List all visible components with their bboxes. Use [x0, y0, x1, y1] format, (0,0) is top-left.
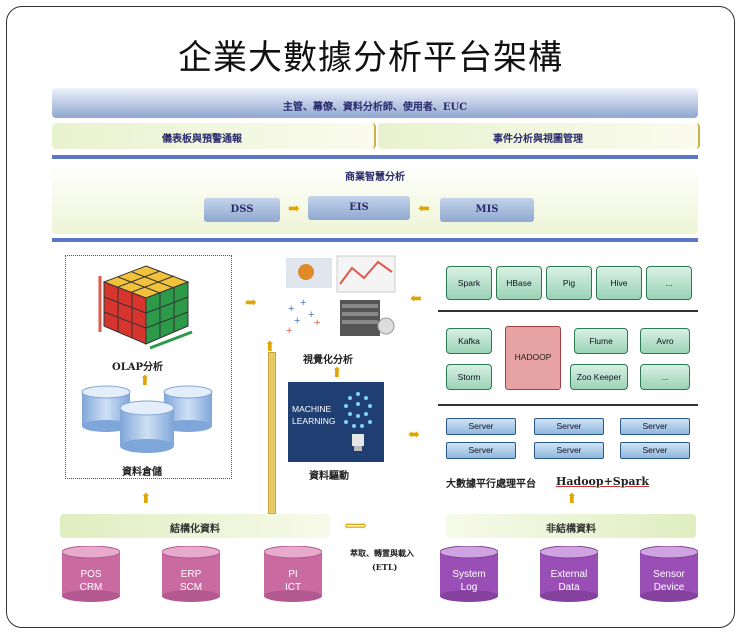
source-erp-line2: SCM [179, 582, 203, 593]
etl-line-2: (ETL) [372, 562, 398, 572]
tech-hbase: HBase [496, 266, 542, 300]
server-5: Server [534, 442, 604, 459]
structured-label: 結構化資料 [170, 524, 220, 535]
warehouse-group [65, 255, 232, 479]
visualization-icon: ++++ ++ [286, 255, 396, 337]
tech-more-2: ... [640, 364, 690, 390]
mis-box: MIS [440, 198, 534, 222]
arrow-mis-eis: ⬅ [418, 201, 430, 217]
tech-pig: Pig [546, 266, 592, 300]
etl-line-1: 萃取、轉置與載入 [350, 548, 414, 558]
tech-hive: Hive [596, 266, 642, 300]
event-analysis-label: 事件分析與視圖管理 [493, 134, 583, 145]
hadoop-box [505, 326, 561, 390]
source-pi-line1: PI [288, 569, 298, 580]
tech-more-1: ... [646, 266, 692, 300]
source-cylinder-sensor-device [640, 546, 698, 602]
unstructured-band [446, 514, 696, 538]
tech-zookeeper: Zoo Keeper [570, 364, 628, 390]
unstructured-label: 非結構資料 [546, 524, 596, 535]
tech-storm: Storm [446, 364, 492, 390]
platform-label: 大數據平行處理平台 [446, 479, 536, 490]
source-erp-line1: ERP [180, 569, 202, 580]
hadoop-label: HADOOP [514, 352, 552, 362]
arrow-unstructured-platform: ⬆ [566, 491, 578, 507]
svg-text:+: + [288, 303, 294, 315]
arrow-olap-visual: ➡ [245, 295, 257, 311]
lightbulb-icon [344, 392, 372, 451]
server-1: Server [446, 418, 516, 435]
source-cylinder-pi-ict [264, 546, 322, 602]
dashboard-label: 儀表板與預警通報 [162, 134, 242, 145]
arrow-dss-eis: ➡ [288, 201, 300, 217]
arrow-structured-visual [268, 352, 276, 514]
tech-row-2-divider [438, 404, 698, 406]
arrow-ml-visual: ⬆ [331, 365, 343, 381]
arrow-server-ml: ⬌ [408, 427, 420, 443]
divider-line [52, 155, 698, 159]
source-system-line1: System [452, 569, 486, 580]
arrow-structured-visual-head: ⬆ [264, 339, 276, 355]
warehouse-label: 資料倉儲 [122, 467, 162, 478]
eis-box: EIS [308, 196, 410, 220]
source-external-line2: Data [558, 582, 580, 593]
tech-kafka: Kafka [446, 328, 492, 354]
dss-box: DSS [204, 198, 280, 222]
event-band [378, 123, 700, 149]
bi-title: 商業智慧分析 [345, 172, 405, 183]
ml-line-2: LEARNING [292, 416, 336, 426]
svg-text:+: + [294, 315, 300, 327]
svg-text:+: + [286, 325, 292, 337]
source-system-line2: Log [460, 582, 478, 593]
visual-analysis-label: 視覺化分析 [303, 355, 353, 366]
ml-line-1: MACHINE [292, 404, 332, 414]
source-cylinder-erp-scm [162, 546, 220, 602]
source-sensor-line2: Device [653, 582, 685, 593]
source-sensor-line1: Sensor [653, 569, 685, 580]
tech-avro: Avro [640, 328, 690, 354]
olap-cube-icon [98, 265, 193, 350]
server-2: Server [534, 418, 604, 435]
source-external-line1: External [550, 569, 588, 580]
server-4: Server [446, 442, 516, 459]
users-bar-label: 主管、幕僚、資料分析師、使用者、EUC [282, 102, 468, 113]
server-3: Server [620, 418, 690, 435]
source-pos-line1: POS [80, 569, 102, 580]
platform-tech: Hadoop+Spark [556, 475, 649, 488]
olap-label: OLAP分析 [112, 362, 164, 373]
source-cylinder-pos-crm [62, 546, 120, 602]
tech-flume: Flume [574, 328, 628, 354]
data-driven-label: 資料驅動 [309, 471, 349, 482]
svg-text:+: + [300, 297, 306, 309]
dashboard-band [52, 123, 376, 149]
structured-band [60, 514, 330, 538]
source-cylinder-system-log [440, 546, 498, 602]
arrow-tech-visual: ⬅ [410, 291, 422, 307]
warehouse-cylinders-icon [81, 385, 213, 453]
users-bar [52, 88, 698, 118]
svg-text:+: + [308, 309, 314, 321]
source-cylinder-external-data [540, 546, 598, 602]
divider-line-2 [52, 238, 698, 242]
arrow-structured-warehouse: ⬆ [140, 491, 152, 507]
svg-text:+: + [314, 317, 320, 329]
tech-spark: Spark [446, 266, 492, 300]
etl-arrow: ⟺ [344, 516, 367, 535]
arrow-warehouse-olap: ⬆ [139, 373, 151, 389]
server-6: Server [620, 442, 690, 459]
tech-row-1 [438, 258, 698, 312]
source-pi-line2: ICT [284, 582, 302, 593]
diagram-title: 企業大數據分析平台架構 [178, 38, 563, 78]
source-pos-line2: CRM [79, 582, 103, 593]
